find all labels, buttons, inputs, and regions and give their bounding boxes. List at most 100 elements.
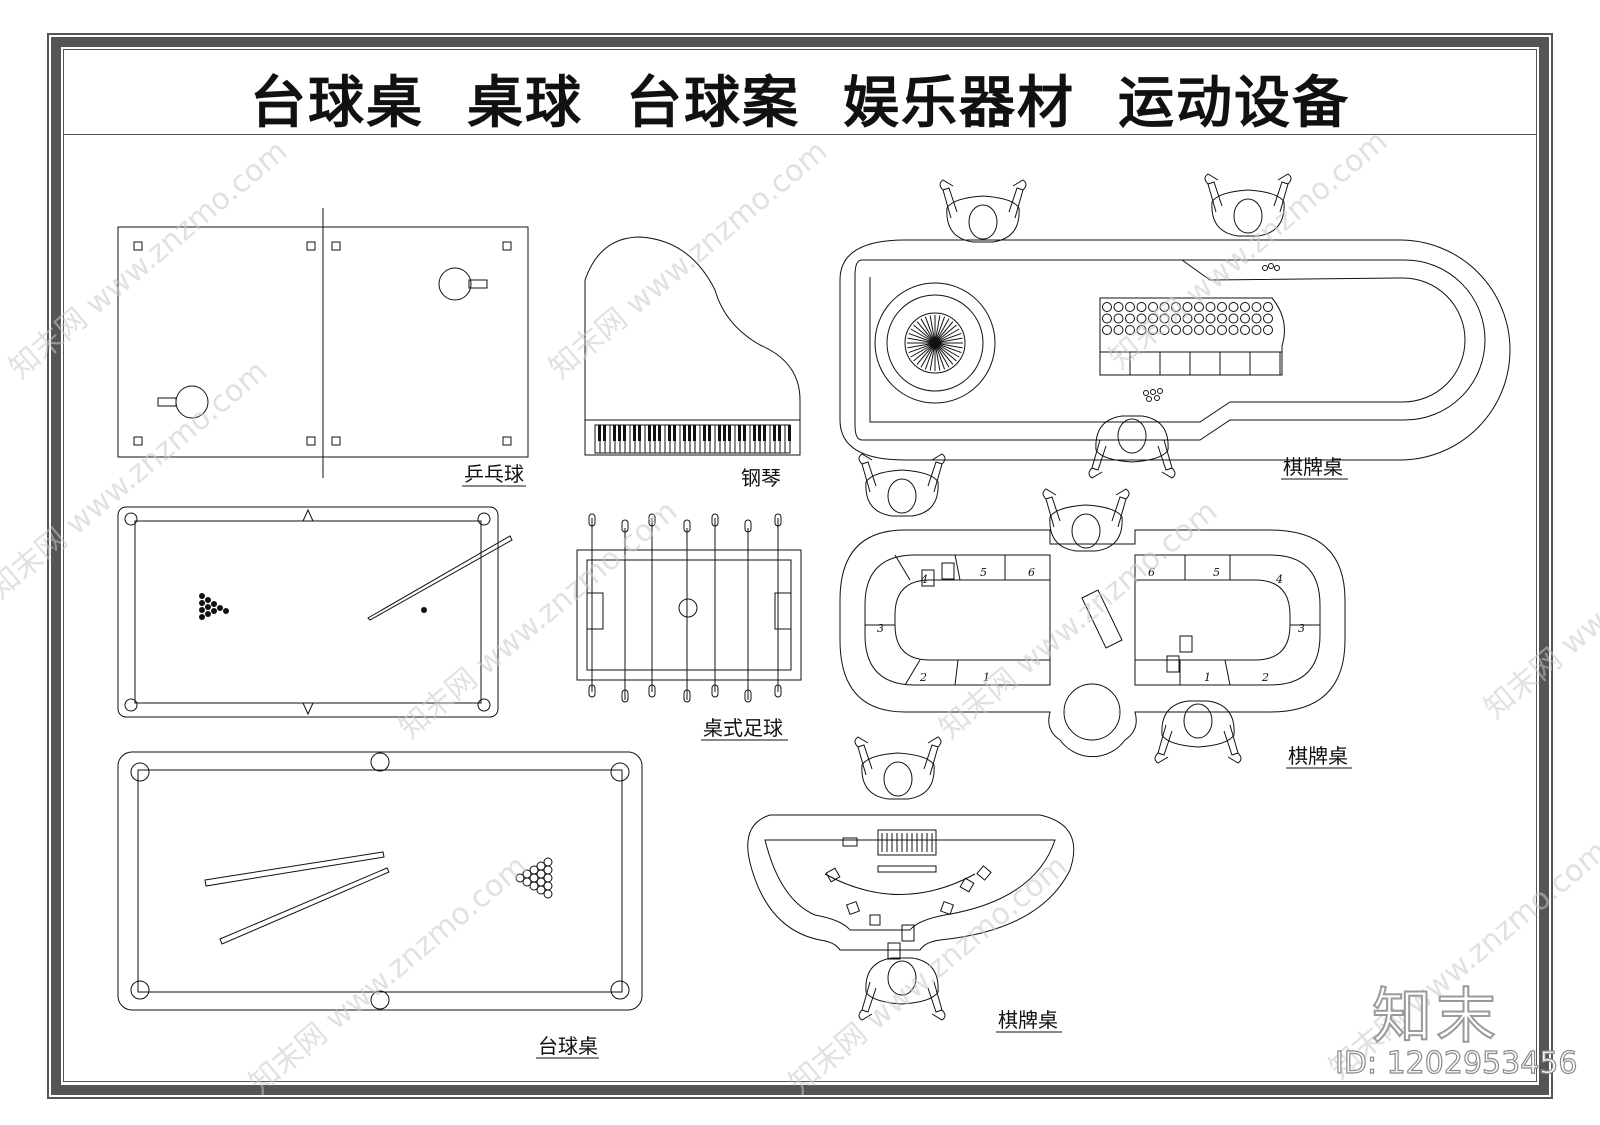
person-shoulders (946, 195, 1020, 243)
betting-grid (1099, 297, 1285, 376)
piano-black-key (728, 425, 731, 441)
playing-card-icon (1166, 655, 1180, 673)
seat-number: 1 (983, 671, 990, 684)
seat-numbers-right: 6 5 4 3 1 2 (1148, 566, 1305, 684)
playing-card-icon (921, 569, 935, 587)
dice-icon (1143, 263, 1280, 402)
watermark-text: 知末网 www.znzmo.com (1478, 474, 1600, 726)
seat-number: 6 (1148, 566, 1155, 579)
person-arm (1157, 439, 1173, 471)
piano-black-key (773, 425, 776, 441)
person-shoulders (865, 957, 939, 1005)
grid-cell (1182, 302, 1193, 312)
grid-cell (1205, 313, 1216, 324)
grid-cell (1136, 302, 1147, 312)
billiards-label: 台球桌 (538, 1034, 598, 1058)
ball (515, 873, 525, 883)
card-table-label-2: 棋牌桌 (1288, 744, 1348, 768)
grid-cell (1240, 313, 1250, 324)
person-arm (927, 461, 943, 493)
title-separator (64, 134, 1536, 135)
grid-cell (1263, 302, 1273, 312)
grid-cell (1217, 313, 1227, 324)
foosball-rods (588, 513, 782, 703)
grid-cell (1136, 313, 1147, 324)
person-arm (1045, 496, 1061, 528)
seat-number: 2 (919, 671, 927, 684)
foosball-handle (683, 689, 691, 703)
watermark-text: 知末网 www.znzmo.com (393, 494, 684, 746)
billiards-table (117, 751, 643, 1011)
foosball-handle (588, 513, 596, 527)
foosball-handle (648, 684, 656, 698)
card-table-twin (839, 529, 1346, 758)
grid-cell (1240, 302, 1250, 312)
grid-cell (1217, 302, 1227, 312)
paddle-icon (438, 267, 488, 301)
grid-cell (1240, 325, 1250, 335)
person-hand (931, 1009, 946, 1021)
piano-black-key (763, 425, 766, 441)
cue-stick (367, 535, 513, 621)
person-arm (1273, 181, 1289, 213)
person-head (887, 478, 917, 514)
person-arm (1111, 496, 1127, 528)
piano-black-key (648, 425, 651, 441)
watermark-text: 知末网 www.znzmo.com (933, 494, 1224, 746)
seat-number: 4 (920, 573, 928, 586)
piano-label: 钢琴 (741, 466, 781, 490)
watermark-text: 知末网 www.znzmo.com (543, 134, 834, 386)
grid-cell (1228, 302, 1239, 312)
piano-black-key (673, 425, 676, 441)
foosball-label: 桌式足球 (703, 716, 783, 740)
watermark-text: 知末网 www.znzmo.com (3, 134, 294, 386)
person-arm (1223, 724, 1239, 756)
ping-pong-table (117, 208, 529, 478)
wheel-hub (929, 337, 941, 349)
person-head (883, 761, 913, 797)
seat-number: 6 (1028, 566, 1035, 579)
piano-black-key (683, 425, 686, 441)
person-arm (857, 744, 873, 776)
piano-keys (594, 425, 791, 453)
page-title: 台球桌 桌球 台球案 娱乐器材 运动设备 (250, 71, 1350, 136)
rack-balls (515, 857, 553, 899)
paddle-icon (157, 385, 209, 419)
grid-cell (1194, 302, 1204, 312)
piano-black-key (708, 425, 711, 441)
piano-black-key (693, 425, 696, 441)
card-table-label-3: 棋牌桌 (998, 1008, 1058, 1032)
piano-black-key (718, 425, 721, 441)
seat-number: 5 (1213, 566, 1220, 579)
grid-cell (1205, 302, 1216, 312)
person-head (887, 960, 917, 996)
seated-people (854, 173, 1292, 1021)
person-arm (861, 981, 877, 1013)
seat-number: 5 (980, 566, 987, 579)
piano-black-key (753, 425, 756, 441)
frame-band (51, 37, 1549, 1095)
seat-number: 1 (1204, 671, 1211, 684)
person-shoulders (1161, 700, 1235, 748)
grid-cell (1113, 302, 1124, 312)
foosball-handle (774, 513, 782, 527)
person-hand (1115, 488, 1130, 500)
person-hand (858, 1009, 873, 1021)
foosball-handle (711, 513, 719, 527)
piano-black-key (603, 425, 606, 441)
grid-outline (1099, 297, 1285, 376)
piano-black-key (743, 425, 746, 441)
piano-black-key (623, 425, 626, 441)
grid-cell (1136, 325, 1147, 335)
grid-cell (1251, 302, 1262, 312)
grid-cell (1194, 325, 1204, 335)
person-icon (1154, 700, 1242, 764)
foosball-handle (588, 684, 596, 698)
grid-cell (1148, 325, 1158, 335)
person-hand (1277, 173, 1292, 185)
person-arm (1008, 187, 1024, 219)
piano-black-key (653, 425, 656, 441)
piano-black-key (658, 425, 661, 441)
grid-cell (1251, 313, 1262, 324)
foosball-handle (744, 519, 752, 533)
